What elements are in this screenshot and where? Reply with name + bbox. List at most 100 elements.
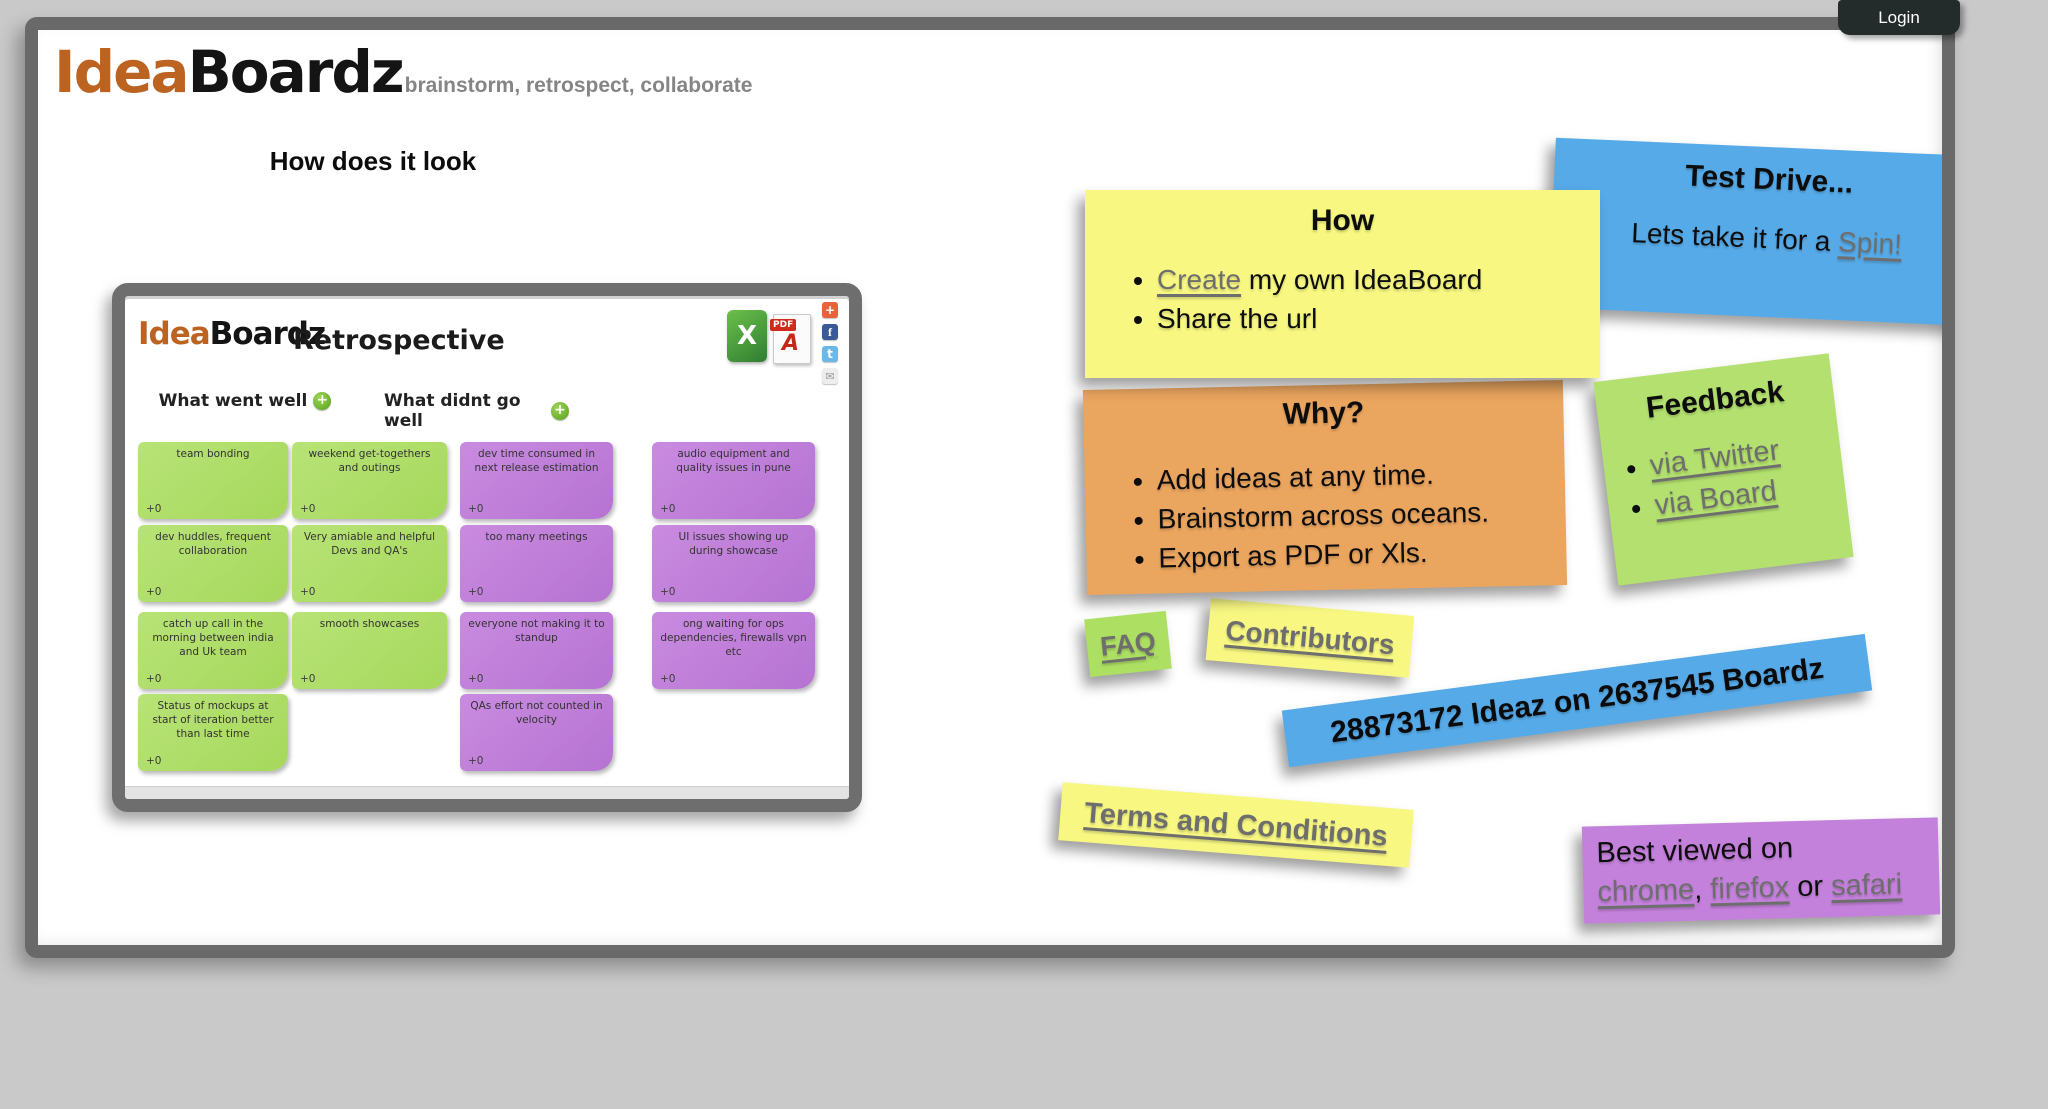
- pdf-swirl: A: [782, 331, 800, 356]
- pdf-badge: PDF: [770, 319, 797, 331]
- sticky-test-drive: Test Drive... Lets take it for a Spin!: [1548, 137, 1942, 327]
- sticky-test-drive-title: Test Drive...: [1684, 159, 1854, 200]
- sticky-feedback-title: Feedback: [1644, 375, 1786, 425]
- sticky-feedback: Feedback via Twittervia Board: [1593, 353, 1854, 586]
- list-item: Add ideas at any time.: [1156, 456, 1565, 497]
- board-logo-idea: Idea: [138, 316, 211, 352]
- board-note: catch up call in the morning between ind…: [138, 612, 288, 689]
- sticky-faq: FAQ: [1084, 610, 1172, 678]
- contributors-link[interactable]: Contributors: [1224, 614, 1396, 661]
- list-item: Export as PDF or Xls.: [1158, 534, 1567, 575]
- note-text: dev time consumed in next release estima…: [474, 448, 599, 475]
- board-note: everyone not making it to standup+0: [460, 612, 613, 689]
- text: or: [1788, 870, 1832, 904]
- faq-link[interactable]: FAQ: [1098, 625, 1158, 662]
- note-text: dev huddles, frequent collaboration: [155, 531, 271, 558]
- link-chrome[interactable]: chrome: [1597, 873, 1695, 909]
- test-drive-line: Lets take it for a Spin!: [1551, 214, 1942, 265]
- note-text: audio equipment and quality issues in pu…: [676, 448, 791, 475]
- column-header-didnt-go-well: What didnt go well +: [384, 391, 569, 431]
- email-icon: ✉: [822, 368, 838, 384]
- list-item: Brainstorm across oceans.: [1157, 495, 1566, 536]
- logo-idea: Idea: [54, 38, 190, 106]
- board-note: weekend get-togethers and outings +0: [292, 442, 447, 519]
- board-title: Retrospective: [293, 325, 505, 356]
- note-text: team bonding: [176, 448, 250, 460]
- column-header-label: What went well: [158, 391, 308, 411]
- note-votes: +0: [660, 586, 676, 598]
- link-via-twitter[interactable]: via Twitter: [1648, 434, 1782, 482]
- note-votes: +0: [300, 586, 316, 598]
- text: my own IdeaBoard: [1241, 264, 1483, 295]
- text: Lets take it for a: [1630, 217, 1839, 258]
- board-note: too many meetings +0: [460, 525, 613, 602]
- sticky-best-viewed: Best viewed on chrome, firefox or safari: [1581, 817, 1941, 924]
- board-note: QAs effort not counted in velocity +0: [460, 694, 613, 771]
- note-votes: +0: [300, 673, 316, 685]
- terms-and-conditions-link[interactable]: Terms and Conditions: [1083, 796, 1389, 853]
- note-text: smooth showcases: [319, 618, 420, 630]
- board-note: smooth showcases +0: [292, 612, 447, 689]
- column-header-label: What didnt go well: [384, 391, 521, 431]
- logo-tagline: brainstorm, retrospect, collaborate: [404, 74, 753, 97]
- add-idea-icon: +: [313, 392, 332, 410]
- page-content: IdeaBoardzbrainstorm, retrospect, collab…: [38, 30, 1942, 945]
- sticky-contributors: Contributors: [1205, 598, 1415, 678]
- note-votes: +0: [468, 755, 484, 767]
- sticky-how-title: How: [1310, 204, 1375, 237]
- why-list: Add ideas at any time.Brainstorm across …: [1084, 456, 1566, 576]
- board-note: team bonding +0: [138, 442, 288, 519]
- facebook-icon: f: [822, 324, 838, 340]
- note-text: weekend get-togethers and outings: [308, 448, 431, 475]
- twitter-icon: t: [822, 346, 838, 362]
- preview-heading: How does it look: [269, 146, 477, 176]
- link-spin[interactable]: Spin!: [1837, 226, 1903, 260]
- logo-boardz: Boardz: [187, 38, 405, 106]
- note-votes: +0: [146, 755, 162, 767]
- text: Share the url: [1157, 303, 1318, 334]
- board-screenshot: IdeaBoardz Retrospective X PDF A + f t ✉…: [112, 283, 862, 812]
- sticky-why-title: Why?: [1282, 396, 1365, 431]
- login-button[interactable]: Login: [1838, 0, 1960, 35]
- note-votes: +0: [146, 586, 162, 598]
- add-idea-icon: +: [551, 402, 569, 420]
- board-note: audio equipment and quality issues in pu…: [652, 442, 815, 519]
- sticky-why: Why? Add ideas at any time.Brainstorm ac…: [1082, 379, 1568, 596]
- page-frame: IdeaBoardzbrainstorm, retrospect, collab…: [25, 17, 1955, 958]
- board-note: UI issues showing up during showcase+0: [652, 525, 815, 602]
- note-votes: +0: [660, 503, 676, 515]
- note-text: Very amiable and helpful Devs and QA's: [303, 531, 436, 558]
- note-text: everyone not making it to standup: [468, 618, 605, 645]
- share-strip: + f t ✉: [822, 302, 838, 390]
- best-viewed-line2: chrome, firefox or safari: [1597, 865, 1926, 913]
- note-text: catch up call in the morning between ind…: [152, 618, 274, 659]
- link-firefox[interactable]: firefox: [1709, 871, 1790, 906]
- board-screenshot-content: IdeaBoardz Retrospective X PDF A + f t ✉…: [125, 296, 849, 799]
- board-note: Status of mockups at start of iteration …: [138, 694, 288, 771]
- pdf-export-icon: PDF A: [770, 314, 811, 364]
- note-text: Status of mockups at start of iteration …: [152, 700, 274, 741]
- board-logo: IdeaBoardz: [138, 316, 326, 352]
- link-via-board[interactable]: via Board: [1652, 474, 1779, 522]
- note-text: too many meetings: [485, 531, 588, 543]
- note-text: ong waiting for ops dependencies, firewa…: [660, 618, 807, 659]
- note-votes: +0: [468, 503, 484, 515]
- feedback-list: via Twittervia Board: [1602, 427, 1846, 528]
- note-votes: +0: [146, 503, 162, 515]
- link-create[interactable]: Create: [1157, 264, 1242, 295]
- note-votes: +0: [660, 673, 676, 685]
- sticky-terms: Terms and Conditions: [1058, 782, 1414, 868]
- board-logo-boardz: Boardz: [209, 316, 326, 352]
- board-note: dev time consumed in next release estima…: [460, 442, 613, 519]
- note-votes: +0: [468, 586, 484, 598]
- add-icon: +: [822, 302, 838, 318]
- sticky-how: How Create my own IdeaBoardShare the url: [1085, 190, 1600, 378]
- note-text: QAs effort not counted in velocity: [470, 700, 603, 727]
- excel-export-icon: X: [727, 310, 767, 362]
- note-votes: +0: [146, 673, 162, 685]
- site-logo: IdeaBoardzbrainstorm, retrospect, collab…: [54, 38, 752, 106]
- link-safari[interactable]: safari: [1830, 868, 1903, 903]
- board-note: ong waiting for ops dependencies, firewa…: [652, 612, 815, 689]
- note-votes: +0: [300, 503, 316, 515]
- column-header-went-well: What went well +: [155, 391, 335, 411]
